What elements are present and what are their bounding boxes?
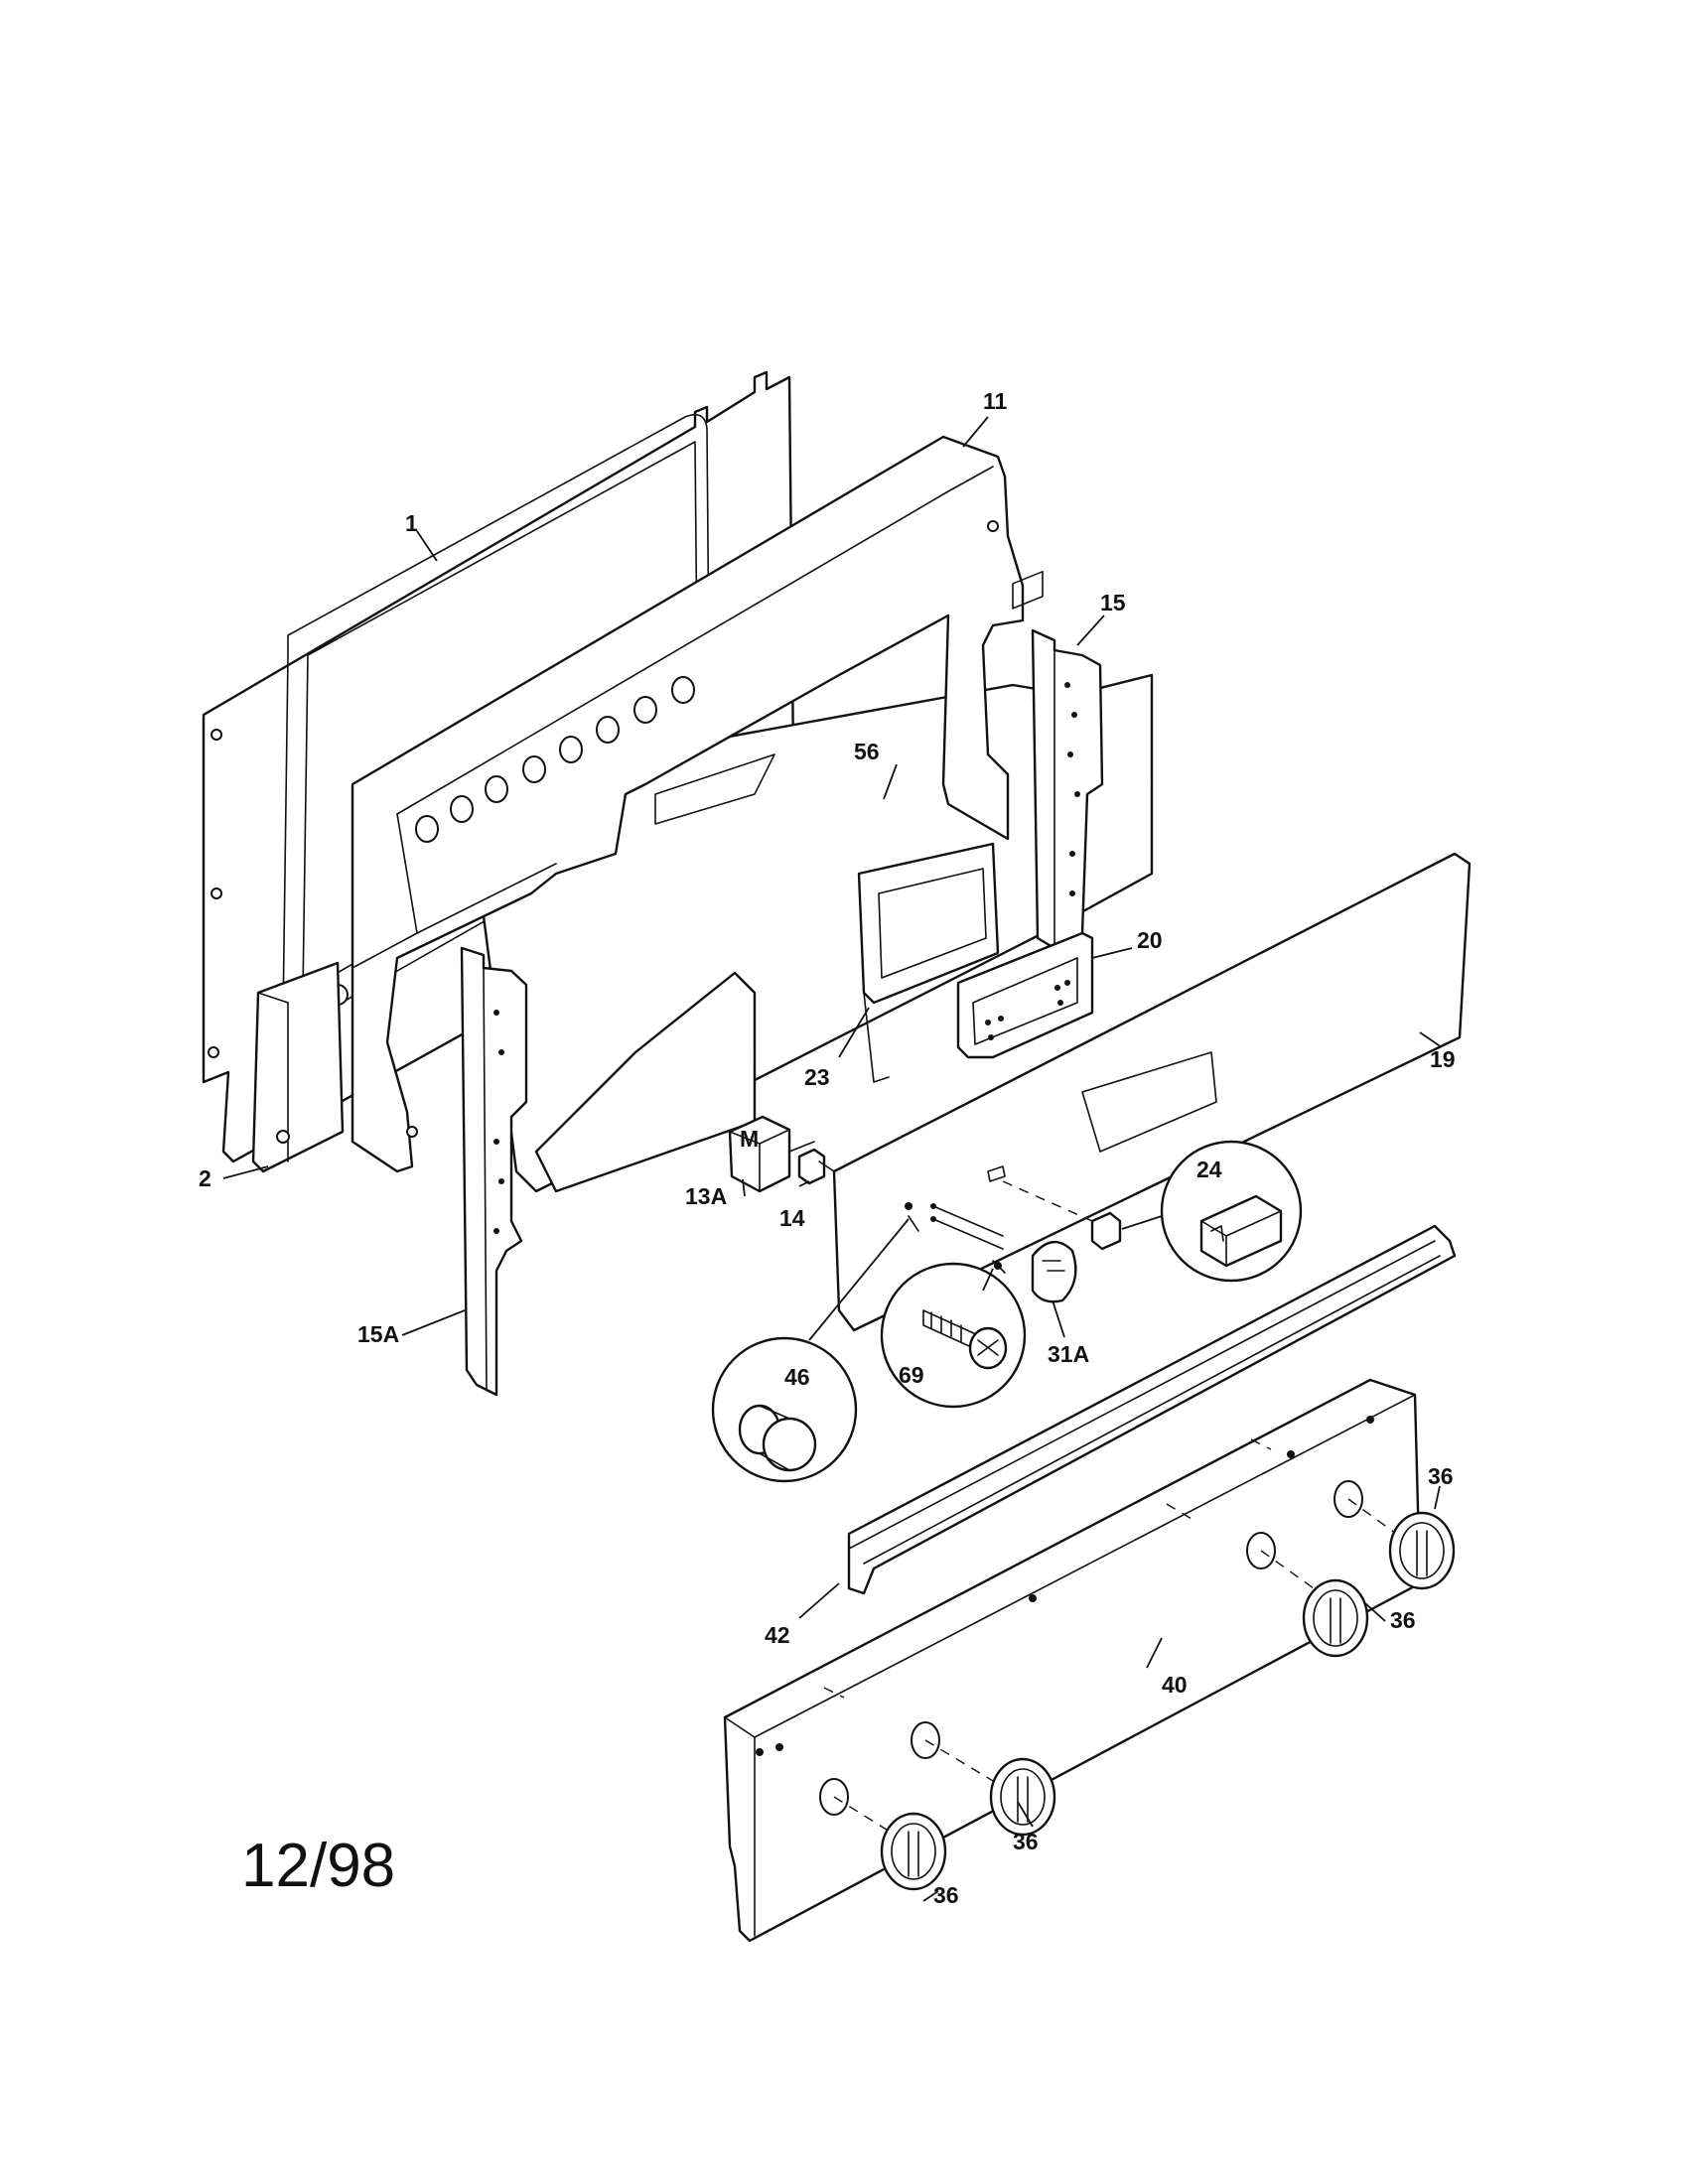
callout-1: 1 [405, 510, 418, 536]
callout-36-a: 36 [933, 1882, 959, 1908]
part-24-rocker-switch [1002, 1180, 1122, 1251]
callout-15a: 15A [357, 1321, 399, 1347]
knob-36-c [1302, 1578, 1369, 1658]
part-23-clock-bracket [857, 842, 1000, 1083]
callout-20: 20 [1137, 927, 1163, 953]
part-2-lower-bracket [251, 961, 345, 1173]
manifold-holes [819, 1480, 1363, 1816]
part-36-knobs [880, 1511, 1456, 1891]
detail-circle-69 [880, 1262, 1027, 1409]
detail-circle-24 [1121, 1140, 1303, 1283]
frame-knob-holes [415, 676, 695, 843]
part-31a-knob [1031, 1241, 1077, 1303]
part-14-light-switch [797, 1148, 835, 1185]
callout-36-d: 36 [1428, 1463, 1454, 1489]
callout-69: 69 [899, 1362, 924, 1388]
part-13a-selector-switch: M [728, 1115, 815, 1193]
part-19-control-overlay [832, 852, 1472, 1332]
callout-labels: 1 2 11 15 15A 56 20 23 19 13A 14 24 31A … [199, 388, 1456, 1908]
part-20-clock-timer [956, 570, 1094, 1059]
callout-13a: 13A [685, 1183, 727, 1209]
date-code: 12/98 [241, 1832, 395, 1900]
callout-42: 42 [765, 1622, 790, 1648]
leader-lines [222, 416, 1443, 1902]
part-42-trim-strip [847, 1224, 1457, 1595]
callout-56: 56 [854, 739, 880, 764]
callout-46: 46 [784, 1364, 810, 1390]
callout-11: 11 [983, 388, 1008, 414]
callout-15: 15 [1100, 590, 1126, 615]
knob-36-d [1388, 1511, 1456, 1590]
overlay-screws [905, 1202, 1006, 1274]
detail-circle-46 [711, 1218, 910, 1483]
callout-23: 23 [804, 1064, 830, 1090]
callout-14: 14 [779, 1205, 805, 1231]
callout-24: 24 [1196, 1157, 1222, 1182]
part-15a-left-bracket [460, 946, 528, 1397]
callout-36-c: 36 [1390, 1607, 1416, 1633]
knob-36-a [880, 1812, 947, 1891]
callout-40: 40 [1162, 1672, 1188, 1698]
callout-36-b: 36 [1013, 1829, 1039, 1854]
callout-31a: 31A [1048, 1341, 1089, 1367]
callout-2: 2 [199, 1165, 211, 1191]
part-11-control-frame [351, 435, 1025, 1173]
callout-19: 19 [1430, 1046, 1456, 1072]
part-40-manifold-panel [723, 1378, 1422, 1943]
knob-36-b [989, 1757, 1056, 1837]
svg-text:M: M [740, 1126, 759, 1152]
